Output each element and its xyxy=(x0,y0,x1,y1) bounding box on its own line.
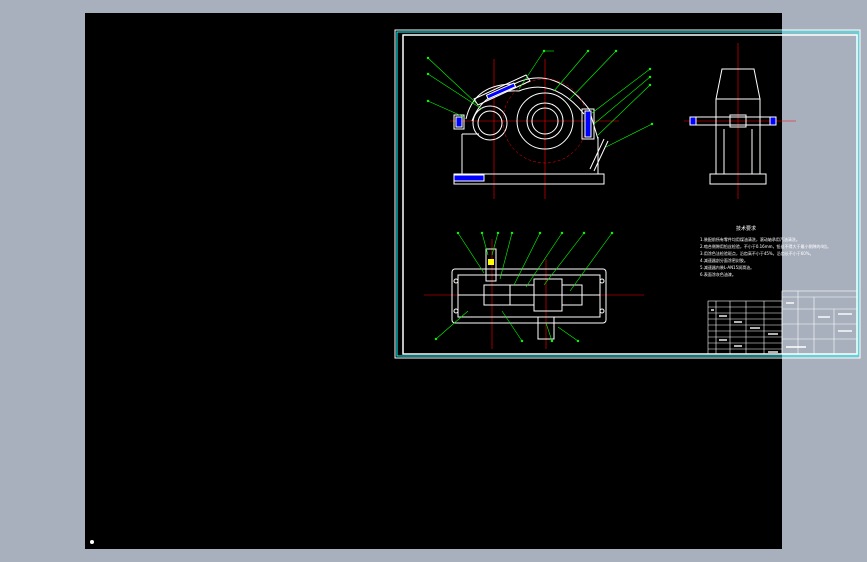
tech-requirement-line: 1.装配前所有零件均用煤油清洗，滚动轴承用汽油清洗。 xyxy=(700,236,800,242)
tech-requirement-line: 3.用涂色法检验斑点，沿齿高不小于45%，沿齿长不小于60%。 xyxy=(700,250,814,256)
ucs-icon xyxy=(90,540,94,544)
front-view xyxy=(426,49,654,199)
tech-requirement-line: 5.减速器内装L-AN15润滑油。 xyxy=(700,264,754,270)
cad-drawing: 技术要求 1.装配前所有零件均用煤油清洗，滚动轴承用汽油清洗。 2.啮合侧隙用铅… xyxy=(394,29,861,359)
border-frame xyxy=(402,34,858,355)
tech-requirement-line: 2.啮合侧隙用铅丝检验，不小于0.16mm，铅丝不得大于最小侧隙的4倍。 xyxy=(700,243,831,249)
drawing-sheet: 技术要求 1.装配前所有零件均用煤油清洗，滚动轴承用汽油清洗。 2.啮合侧隙用铅… xyxy=(394,29,861,359)
outer-frame xyxy=(394,29,861,359)
drawing-viewport[interactable]: 技术要求 1.装配前所有零件均用煤油清洗，滚动轴承用汽油清洗。 2.啮合侧隙用铅… xyxy=(85,13,861,549)
tech-requirement-line: 6.表面涂灰色油漆。 xyxy=(700,271,736,277)
tech-requirements: 技术要求 1.装配前所有零件均用煤油清洗，滚动轴承用汽油清洗。 2.啮合侧隙用铅… xyxy=(700,225,831,277)
tech-requirement-line: 4.减速器剖分面涂密封胶。 xyxy=(700,257,748,263)
top-view xyxy=(424,231,644,349)
inner-frame xyxy=(396,31,859,357)
tech-requirements-title: 技术要求 xyxy=(736,225,756,232)
parts-list-table xyxy=(707,300,783,355)
title-block xyxy=(781,290,858,355)
side-view xyxy=(684,43,796,199)
